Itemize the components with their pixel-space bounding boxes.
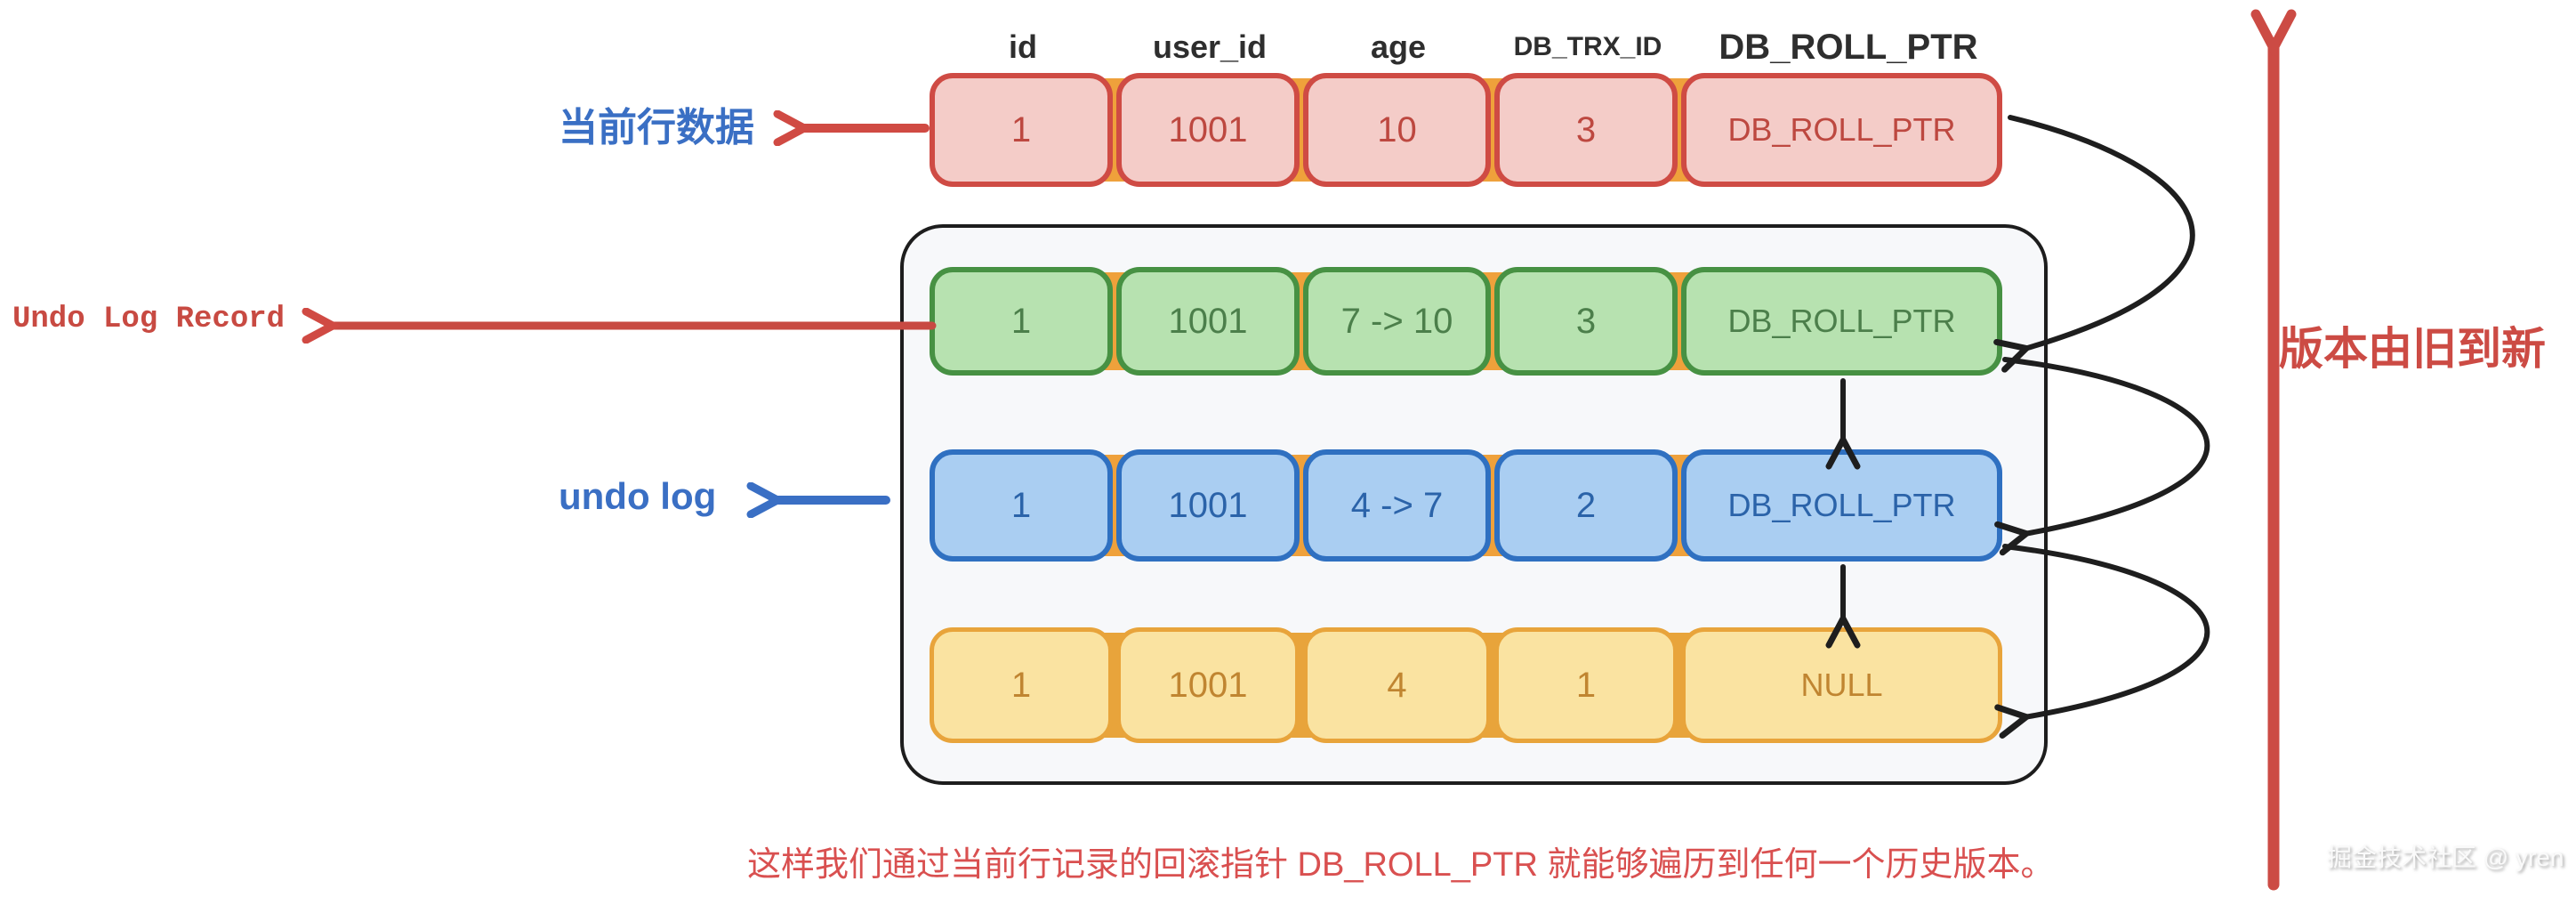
cell-id: 1 xyxy=(930,627,1113,743)
cell-db-trx-id: 3 xyxy=(1494,73,1678,187)
undo-log-oldest-row: 1 1001 4 1 NULL xyxy=(930,627,2006,743)
column-header-db-roll-ptr: DB_ROLL_PTR xyxy=(1719,28,1978,67)
current-row-data: 1 1001 10 3 DB_ROLL_PTR xyxy=(930,73,2006,187)
undo-log-record-label: Undo Log Record xyxy=(12,303,286,336)
cell-db-trx-id: 2 xyxy=(1494,449,1678,562)
current-row-label: 当前行数据 xyxy=(559,106,754,150)
cell-user-id: 1001 xyxy=(1116,449,1300,562)
cell-user-id: 1001 xyxy=(1116,627,1300,743)
column-header-user-id: user_id xyxy=(1152,28,1268,65)
cell-db-roll-ptr: DB_ROLL_PTR xyxy=(1681,73,2002,187)
caption-text: 这样我们通过当前行记录的回滚指针 DB_ROLL_PTR 就能够遍历到任何一个历… xyxy=(747,846,2055,884)
column-header-id: id xyxy=(1009,28,1037,65)
cell-db-trx-id: 3 xyxy=(1494,267,1678,376)
column-header-age: age xyxy=(1370,28,1427,65)
cell-id: 1 xyxy=(930,449,1113,562)
cell-age: 7 -> 10 xyxy=(1303,267,1491,376)
cell-age: 4 -> 7 xyxy=(1303,449,1491,562)
cell-null-ptr: NULL xyxy=(1681,627,2002,743)
cell-db-roll-ptr: DB_ROLL_PTR xyxy=(1681,449,2002,562)
cell-user-id: 1001 xyxy=(1116,73,1300,187)
cell-db-roll-ptr: DB_ROLL_PTR xyxy=(1681,267,2002,376)
cell-id: 1 xyxy=(930,267,1113,376)
cell-id: 1 xyxy=(930,73,1113,187)
watermark: 掘金技术社区 @ yren xyxy=(2327,844,2564,871)
undo-log-label: undo log xyxy=(559,475,717,517)
cell-age: 10 xyxy=(1303,73,1491,187)
cell-user-id: 1001 xyxy=(1116,267,1300,376)
cell-age: 4 xyxy=(1303,627,1491,743)
cell-db-trx-id: 1 xyxy=(1494,627,1678,743)
undo-log-older-row: 1 1001 4 -> 7 2 DB_ROLL_PTR xyxy=(930,449,2006,562)
column-header-db-trx-id: DB_TRX_ID xyxy=(1513,32,1662,61)
undo-log-record-row: 1 1001 7 -> 10 3 DB_ROLL_PTR xyxy=(930,267,2006,376)
version-axis-label: 版本由旧到新 xyxy=(2279,324,2546,374)
